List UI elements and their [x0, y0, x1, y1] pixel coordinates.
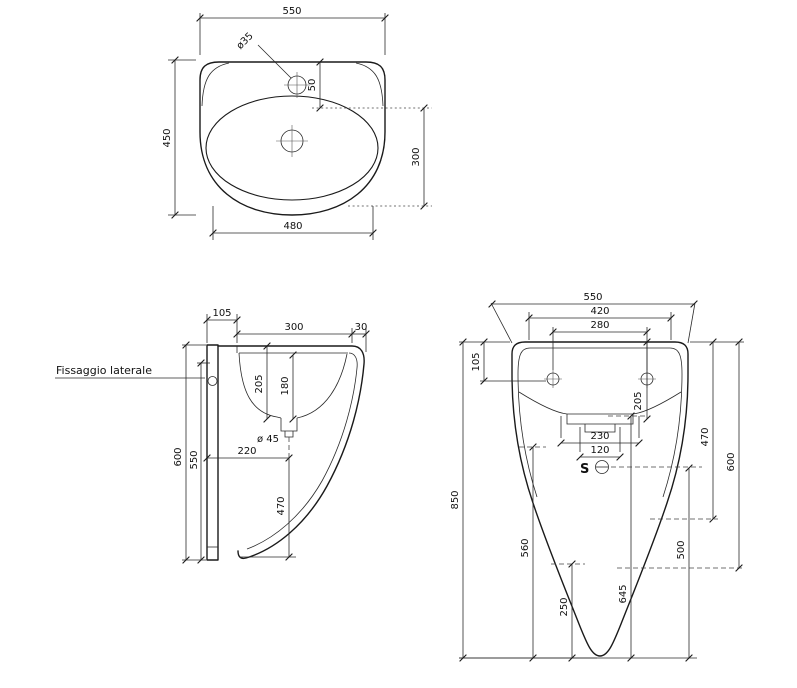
- drain-hole: [276, 125, 308, 157]
- fixing-label: Fissaggio laterale: [56, 364, 152, 377]
- dim-label: 500: [676, 540, 687, 559]
- dim-label: 600: [726, 452, 737, 471]
- fixing-callout: Fissaggio laterale: [55, 364, 205, 379]
- dim-bottom-length: 220: [203, 446, 293, 462]
- drain-dia-label: ø 45: [257, 434, 279, 445]
- drain-stub: [284, 431, 294, 438]
- dim-top-width: 550: [196, 6, 389, 55]
- dim-label: 105: [212, 308, 231, 319]
- dim-label: 450: [162, 128, 173, 147]
- front-inner-rim: [517, 347, 683, 498]
- side-fixing-hole: [207, 376, 218, 386]
- dim-f-500: 500: [611, 464, 702, 662]
- dim-front-lip: 30: [352, 322, 370, 352]
- dim-f-230: 230: [557, 416, 643, 447]
- dim-label: 600: [173, 447, 184, 466]
- dim-bowl-205: 205: [254, 342, 271, 423]
- drain-section: [280, 418, 298, 432]
- dim-label: 300: [411, 147, 422, 166]
- wall-bracket: [206, 344, 219, 561]
- dim-label: 300: [284, 322, 303, 333]
- rim-detail-left: [201, 62, 230, 107]
- dim-label: 205: [254, 374, 265, 393]
- dim-f-120: 120: [576, 427, 624, 461]
- dim-wall-offset: 105: [203, 308, 241, 343]
- bowl-section-right: [296, 353, 348, 419]
- dim-label: 230: [590, 431, 609, 442]
- dim-label: 470: [276, 496, 287, 515]
- dim-f-105: 105: [459, 338, 546, 385]
- dim-label: 220: [237, 446, 256, 457]
- dim-f-420: 420: [525, 306, 675, 340]
- dim-front-height: 470: [240, 458, 296, 561]
- dim-label: 120: [590, 445, 609, 456]
- dim-basin-depth: 300: [312, 104, 432, 210]
- dim-label: 480: [283, 221, 302, 232]
- dim-bottom-width: 480: [209, 206, 377, 240]
- front-bowl-edge: [518, 391, 682, 415]
- dim-f-850: 850: [450, 338, 597, 662]
- basin-plan-outline: [199, 61, 386, 216]
- dim-label: 850: [450, 490, 461, 509]
- dim-rim-length: 300: [233, 322, 356, 343]
- dim-label: 645: [618, 584, 629, 603]
- rim-detail-right: [355, 62, 384, 107]
- faucet-hole: ø35: [235, 31, 310, 98]
- dim-label: 50: [307, 79, 318, 92]
- dim-f-550: 550: [488, 292, 698, 344]
- dim-hole-offset: 50: [307, 58, 324, 112]
- dim-f-470: 470: [650, 338, 744, 523]
- dim-label: 560: [520, 538, 531, 557]
- dim-label-hole-diameter: ø35: [235, 31, 256, 52]
- profile-inner: [246, 352, 358, 550]
- dim-label: 180: [280, 376, 291, 395]
- side-view: Fissaggio laterale ø 45 105 300: [55, 308, 370, 564]
- dim-depth: 450: [162, 56, 196, 219]
- dim-height-550: 550: [189, 359, 210, 564]
- dim-f-560: 560: [519, 443, 546, 662]
- dim-f-280: 280: [549, 320, 651, 370]
- bowl-ellipse: [205, 95, 379, 201]
- front-outline: [511, 341, 689, 657]
- dim-height-600: 600: [173, 341, 206, 564]
- siphon-symbol: S: [580, 460, 609, 477]
- dim-label: 105: [471, 352, 482, 371]
- dim-f-600: 600: [617, 338, 744, 572]
- siphon-label: S: [580, 462, 589, 477]
- dim-label: 550: [583, 292, 602, 303]
- dim-label: 280: [590, 320, 609, 331]
- dim-f-250: 250: [551, 560, 585, 662]
- dim-label: 30: [355, 322, 368, 333]
- mount-hole-left: [544, 370, 562, 388]
- dim-label: 470: [700, 427, 711, 446]
- top-view: ø35 550 450 50 300: [162, 6, 432, 240]
- front-drain: [584, 424, 616, 433]
- dim-label: 420: [590, 306, 609, 317]
- dim-bowl-180: 180: [280, 351, 297, 423]
- dim-label: 550: [189, 450, 200, 469]
- dim-label: 250: [559, 597, 570, 616]
- profile-outline: [217, 345, 365, 560]
- dim-label: 205: [633, 391, 644, 410]
- dim-f-645: 645: [608, 412, 645, 662]
- bowl-section-left: [238, 352, 282, 419]
- front-view: S 550 420 280: [450, 292, 744, 662]
- dim-label: 550: [282, 6, 301, 17]
- dim-f-205: 205: [633, 338, 651, 423]
- front-recess: [566, 414, 634, 425]
